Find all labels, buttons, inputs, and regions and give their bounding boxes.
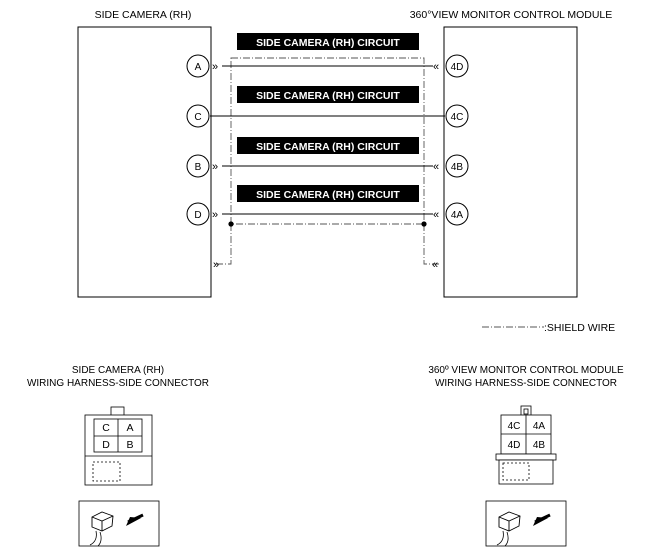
wire-terminal-right: « bbox=[433, 161, 439, 173]
left-module-title: SIDE CAMERA (RH) bbox=[95, 9, 192, 21]
left-connector-pin-a: A bbox=[126, 422, 133, 434]
left-connector-caption-1: SIDE CAMERA (RH) bbox=[72, 365, 164, 376]
left-pin-label: D bbox=[194, 210, 201, 221]
shield-junction-left bbox=[228, 221, 234, 227]
circuit-label-box bbox=[237, 86, 419, 103]
left-pin-circle bbox=[186, 154, 210, 178]
left-view-direction-icon bbox=[78, 500, 160, 547]
left-module-box bbox=[77, 26, 212, 298]
circuit-row: SIDE CAMERA (RH) CIRCUIT C 4C bbox=[186, 86, 469, 128]
wire-terminal-right: « bbox=[433, 209, 439, 221]
shield-junction-right bbox=[421, 221, 427, 227]
right-pin-label: 4D bbox=[451, 62, 464, 73]
left-pin-label: A bbox=[195, 62, 202, 73]
left-pin-label: B bbox=[195, 162, 202, 173]
shield-wire-legend-label: :SHIELD WIRE bbox=[544, 322, 615, 334]
circuit-label: SIDE CAMERA (RH) CIRCUIT bbox=[256, 189, 400, 201]
left-connector-pin-b: B bbox=[126, 439, 133, 451]
left-connector-caption-2: WIRING HARNESS-SIDE CONNECTOR bbox=[27, 378, 209, 389]
shield-terminal-right: « bbox=[432, 259, 438, 271]
left-connector-pin-d: D bbox=[102, 439, 110, 451]
right-connector bbox=[495, 405, 557, 485]
left-connector bbox=[84, 406, 153, 486]
right-pin-circle bbox=[445, 154, 469, 178]
circuit-label: SIDE CAMERA (RH) CIRCUIT bbox=[256, 141, 400, 153]
right-pin-circle bbox=[445, 54, 469, 78]
wire-terminal-left: » bbox=[212, 161, 218, 173]
shield-terminal-left: » bbox=[213, 259, 219, 271]
right-pin-label: 4A bbox=[451, 210, 464, 221]
left-pin-circle bbox=[186, 54, 210, 78]
circuit-label-box bbox=[237, 137, 419, 154]
circuit-row: SIDE CAMERA (RH) CIRCUIT » « A 4D bbox=[186, 33, 469, 78]
left-pin-circle bbox=[186, 104, 210, 128]
circuit-row: SIDE CAMERA (RH) CIRCUIT » « D 4A bbox=[186, 185, 469, 226]
right-view-direction-icon bbox=[485, 500, 567, 547]
wire-terminal-right: « bbox=[433, 61, 439, 73]
left-pin-label: C bbox=[194, 112, 201, 123]
right-connector-pin-4a: 4A bbox=[533, 421, 546, 432]
wire-terminal-left: » bbox=[212, 209, 218, 221]
circuit-label: SIDE CAMERA (RH) CIRCUIT bbox=[256, 37, 400, 49]
right-pin-circle bbox=[445, 202, 469, 226]
circuit-row: SIDE CAMERA (RH) CIRCUIT » « B 4B bbox=[186, 137, 469, 178]
left-pin-circle bbox=[186, 202, 210, 226]
left-connector-pin-c: C bbox=[102, 422, 110, 434]
wire-terminal-left: » bbox=[212, 61, 218, 73]
right-connector-pin-4b: 4B bbox=[533, 440, 546, 451]
right-connector-pin-4d: 4D bbox=[508, 440, 521, 451]
circuit-label-box bbox=[237, 185, 419, 202]
right-pin-circle bbox=[445, 104, 469, 128]
shield-wire-outline bbox=[216, 57, 440, 265]
right-connector-caption-1: 360º VIEW MONITOR CONTROL MODULE bbox=[428, 365, 624, 376]
right-module-title: 360°VIEW MONITOR CONTROL MODULE bbox=[410, 9, 613, 21]
right-connector-pin-4c: 4C bbox=[508, 421, 521, 432]
right-connector-caption-2: WIRING HARNESS-SIDE CONNECTOR bbox=[435, 378, 617, 389]
circuit-label: SIDE CAMERA (RH) CIRCUIT bbox=[256, 90, 400, 102]
right-pin-label: 4C bbox=[451, 112, 464, 123]
right-pin-label: 4B bbox=[451, 162, 464, 173]
circuit-label-box bbox=[237, 33, 419, 50]
right-module-box bbox=[443, 26, 578, 298]
